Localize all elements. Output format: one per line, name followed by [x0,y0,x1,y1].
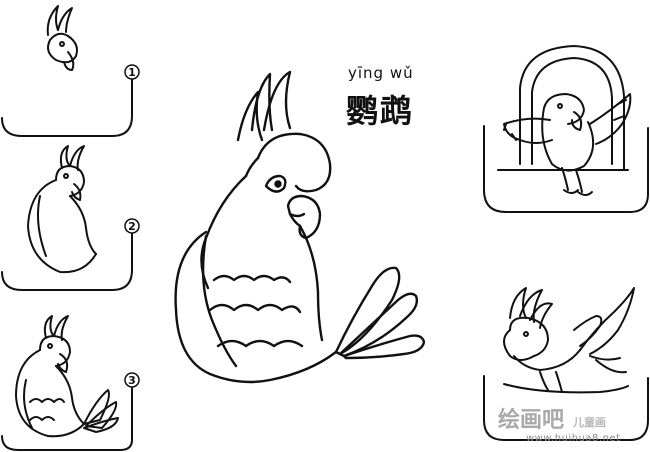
watermark-sub: 儿童画 [573,416,606,429]
head-back [244,156,260,178]
arch-inner [531,57,613,165]
step-3-badge [124,372,140,388]
wing-edge [201,234,238,368]
branch-parrot [503,287,635,394]
tail-feather-2 [338,292,419,358]
branch-parrot-panel [483,287,649,441]
head-top [256,132,332,193]
title-pinyin: yīng wǔ [348,64,414,82]
eye [264,174,287,193]
step-2-number: 2 [128,220,136,233]
step-3-parrot [15,315,119,438]
belly-outline [174,230,208,312]
pupil [274,180,282,188]
branch-panel-frame [483,375,649,441]
step-2-frame [1,233,133,291]
tail-feather-1 [334,266,401,356]
wing-scallop-1 [212,274,292,284]
title-hanzi: 鹦鹉 [346,92,415,130]
crest-feather-right [262,70,292,132]
arch-parrot-panel [483,45,649,213]
step-3-panel: 3 [1,315,140,451]
arch-outline [519,45,625,171]
tail-feather-3 [342,334,426,360]
crest-feather-middle [250,72,274,132]
wing-scallop-2 [208,303,302,314]
body-front [298,224,324,342]
main-parrot [174,70,426,384]
step-2-panel: 2 [1,145,140,291]
step-1-badge [124,64,140,80]
step-1-frame [1,79,133,137]
beak [286,194,322,240]
branch [503,383,629,394]
step-2-badge [124,218,140,234]
step-1-panel: 1 [1,5,140,137]
wing-scallop-3 [216,339,304,348]
body-back [200,174,248,290]
watermark-url: www.huihua8.net [526,433,621,444]
step-3-number: 3 [128,374,136,387]
step-1-number: 1 [128,66,136,79]
arch-panel-frame [483,125,649,213]
watermark-brand: 绘画吧 [498,408,565,433]
arch-parrot [503,93,632,196]
step-1-parrot-head [46,5,78,71]
body-bottom [174,308,338,384]
beak-line [288,212,306,218]
crest-feather-left [236,90,264,142]
step-3-frame [1,387,133,451]
step-2-parrot [27,145,97,274]
